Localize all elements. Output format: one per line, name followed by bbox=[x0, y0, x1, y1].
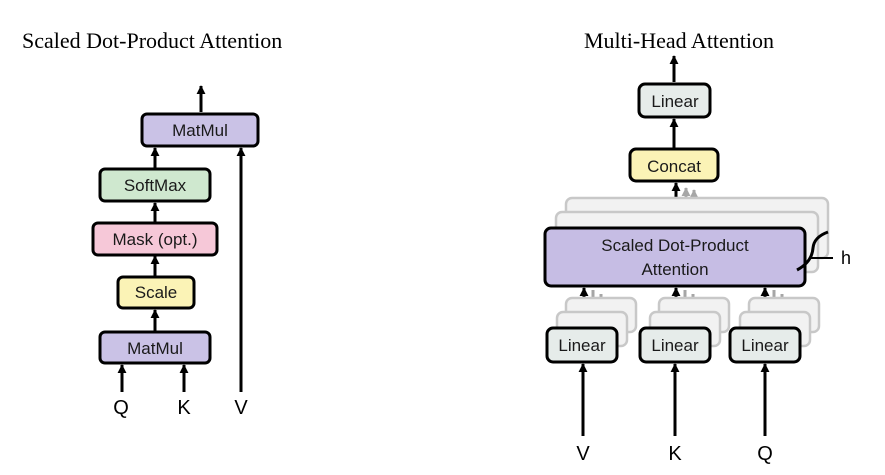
linear-top-label: Linear bbox=[651, 92, 699, 111]
attention-label-line1: Scaled Dot-Product bbox=[601, 236, 749, 255]
mask-box: Mask (opt.) bbox=[91, 221, 219, 257]
linear-top-rect bbox=[637, 82, 712, 119]
scale-rect bbox=[116, 275, 196, 310]
concat-rect bbox=[628, 147, 720, 183]
linear-q-box: Linear bbox=[728, 326, 802, 364]
linear-k-label: Linear bbox=[651, 336, 699, 355]
input-v-label-right: V bbox=[576, 443, 590, 465]
concat-label: Concat bbox=[647, 157, 701, 176]
softmax-rect bbox=[98, 167, 212, 203]
mask-label: Mask (opt.) bbox=[112, 230, 197, 249]
input-v-label-left: V bbox=[234, 397, 248, 419]
matmul-bottom-box: MatMul bbox=[98, 330, 212, 365]
attention-rect bbox=[543, 226, 807, 288]
heads-brace bbox=[796, 230, 829, 272]
softmax-box: SoftMax bbox=[98, 167, 212, 203]
attention-box: Scaled Dot-Product Attention bbox=[543, 226, 807, 288]
heads-label: h bbox=[841, 248, 851, 268]
linear-q-rect bbox=[728, 326, 802, 364]
left-title: Scaled Dot-Product Attention bbox=[22, 28, 282, 53]
scaled-dot-product-diagram: Scaled Dot-Product Attention MatMul Soft… bbox=[22, 28, 282, 419]
matmul-top-box: MatMul bbox=[140, 112, 260, 148]
linear-v-box: Linear bbox=[545, 326, 619, 364]
matmul-bottom-label: MatMul bbox=[127, 339, 183, 358]
mask-rect bbox=[91, 221, 219, 257]
softmax-label: SoftMax bbox=[124, 176, 187, 195]
multi-head-attention-diagram: Multi-Head Attention Linear Concat Scale… bbox=[543, 28, 851, 465]
input-k-label-right: K bbox=[668, 443, 682, 465]
input-q-label-right: Q bbox=[757, 443, 773, 465]
input-k-label-left: K bbox=[177, 397, 191, 419]
linear-k-rect bbox=[638, 326, 712, 364]
linear-v-label: Linear bbox=[558, 336, 606, 355]
matmul-bottom-rect bbox=[98, 330, 212, 365]
attention-label-line2: Attention bbox=[641, 260, 708, 279]
matmul-top-rect bbox=[140, 112, 260, 148]
input-q-label-left: Q bbox=[113, 397, 129, 419]
scale-box: Scale bbox=[116, 275, 196, 310]
scale-label: Scale bbox=[135, 283, 178, 302]
linear-v-rect bbox=[545, 326, 619, 364]
right-title: Multi-Head Attention bbox=[584, 28, 774, 53]
linear-k-box: Linear bbox=[638, 326, 712, 364]
linear-top-box: Linear bbox=[637, 82, 712, 119]
matmul-top-label: MatMul bbox=[172, 121, 228, 140]
concat-box: Concat bbox=[628, 147, 720, 183]
linear-q-label: Linear bbox=[741, 336, 789, 355]
